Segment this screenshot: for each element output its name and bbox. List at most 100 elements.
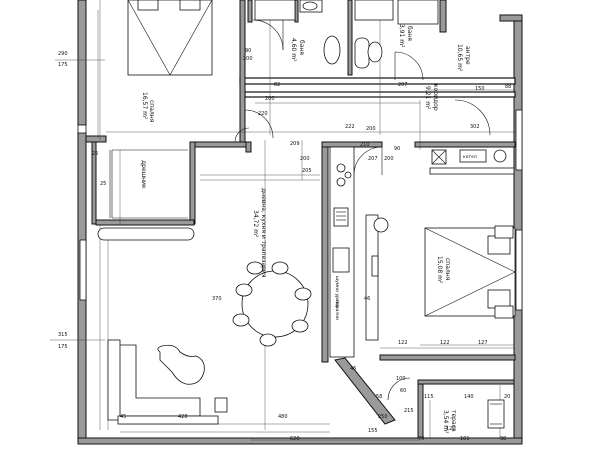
hall-area: 10,65 m² [456,44,463,72]
chair-7 [235,283,253,297]
top-wall-a [247,0,253,23]
dim-left-175b: 175 [58,344,68,350]
dim-127: 127 [478,340,488,346]
kitchen-sink [333,207,349,227]
bench [97,227,195,241]
dim-45b: 45 [350,366,356,372]
dim-90b: 90 [394,146,400,152]
chair-1 [246,261,264,275]
chair-6 [232,313,250,327]
dim-222: 222 [345,124,355,130]
bath1-area: 4,60 m² [290,38,297,62]
doors [234,19,491,401]
diagonal-wall [334,357,396,425]
bedroom1-right-wall [239,0,246,143]
dim-115: 115 [424,394,434,400]
corridor-area: 9,21 m² [424,86,431,110]
dim-88: 88 [505,84,511,90]
nightstand-2 [494,305,514,319]
chair-3 [294,287,312,301]
corridor-name: коридор [432,84,439,111]
bed-1 [127,0,213,76]
dim-98: 98 [500,436,506,442]
bedroom2-top-wall [414,141,516,148]
bedroom2-name: спалня [444,258,451,281]
hall-name: антре [464,46,471,65]
chair-4 [291,319,309,333]
chair-5 [259,333,277,347]
door-bath1 [252,19,284,51]
living-name: дневна, кухня и трапезария [260,188,267,278]
dim-207b: 207 [368,156,378,162]
dim-155: 155 [368,428,378,434]
bath1-name: баня [298,40,305,55]
dressing-room: дрешник 25 25 [92,149,195,241]
chair-2 [271,261,289,275]
cabinet2-label: перални [334,300,339,320]
dim-left-290: 290 [58,51,68,57]
interior-walls [85,0,516,439]
dim-left-315: 315 [58,332,68,338]
living-top-stub [245,141,252,153]
pillow-4 [487,289,511,309]
toilet-2 [354,37,370,69]
door-terrace [387,377,411,401]
dim-200b: 200 [265,96,275,102]
terrace-area: 3,54 m² [442,410,449,434]
top-wall-b [294,0,299,23]
dim-122: 122 [440,340,450,346]
boiler [459,149,487,163]
dim-215: 215 [404,408,414,414]
dim-200d: 200 [384,156,394,162]
dim-45: 45 [120,414,126,420]
dim-302: 302 [470,124,480,130]
bar-stool [373,217,389,233]
hall-shelf [429,167,515,175]
left-wall-upper [77,0,87,126]
dishwasher [332,247,350,273]
bedroom1-name: спалня [148,100,155,123]
bath2-name: баня [406,26,413,41]
boiler-label: котел [463,155,477,160]
dim-207: 207 [398,82,408,88]
bedroom2-area: 15,08 m² [436,256,443,284]
pillow-2 [179,0,201,11]
top-right-wall [499,14,523,22]
dim-122b: 122 [398,340,408,346]
pillow-3 [487,235,511,255]
dim-140: 140 [464,394,474,400]
dim-370: 370 [212,296,222,302]
living-top-wall [189,141,249,148]
dressing-name: дрешник [140,160,147,189]
bathrooms: баня 4,60 m² баня 3,91 m² [254,0,439,69]
bedroom2-bottom-wall [379,354,516,361]
coffee-table [157,344,205,385]
dim-58: 58 [376,394,382,400]
dressing-bottom-wall [95,219,195,226]
windows [77,109,523,311]
toilet-1 [323,35,341,65]
cabinet-bath-2 [397,0,439,25]
dressing-left-wall [91,141,97,225]
dim-60: 60 [400,388,406,394]
dimension-lines [50,0,520,441]
dim-101: 101 [460,436,470,442]
side-table [214,397,228,413]
kitchen-island [365,214,379,341]
dim-205: 205 [302,168,312,174]
cabinet1-label: шумни уреди [334,276,339,308]
dim-25: 25 [92,151,98,157]
dim-200e: 200 [366,126,376,132]
sofa-back [107,339,121,421]
bath2-area: 3,91 m² [398,24,405,48]
nightstand-1 [494,225,514,239]
terrace-top-wall [417,379,515,385]
dim-left-175: 175 [58,62,68,68]
hob-burner-2 [336,177,346,187]
dim-150: 150 [475,86,485,92]
door-bath2 [394,51,424,81]
dim-250: 250 [378,414,388,420]
dim-70: 70 [418,436,424,442]
bedroom2: спалня 15,08 m² 90 200 122 122 127 [384,146,516,346]
